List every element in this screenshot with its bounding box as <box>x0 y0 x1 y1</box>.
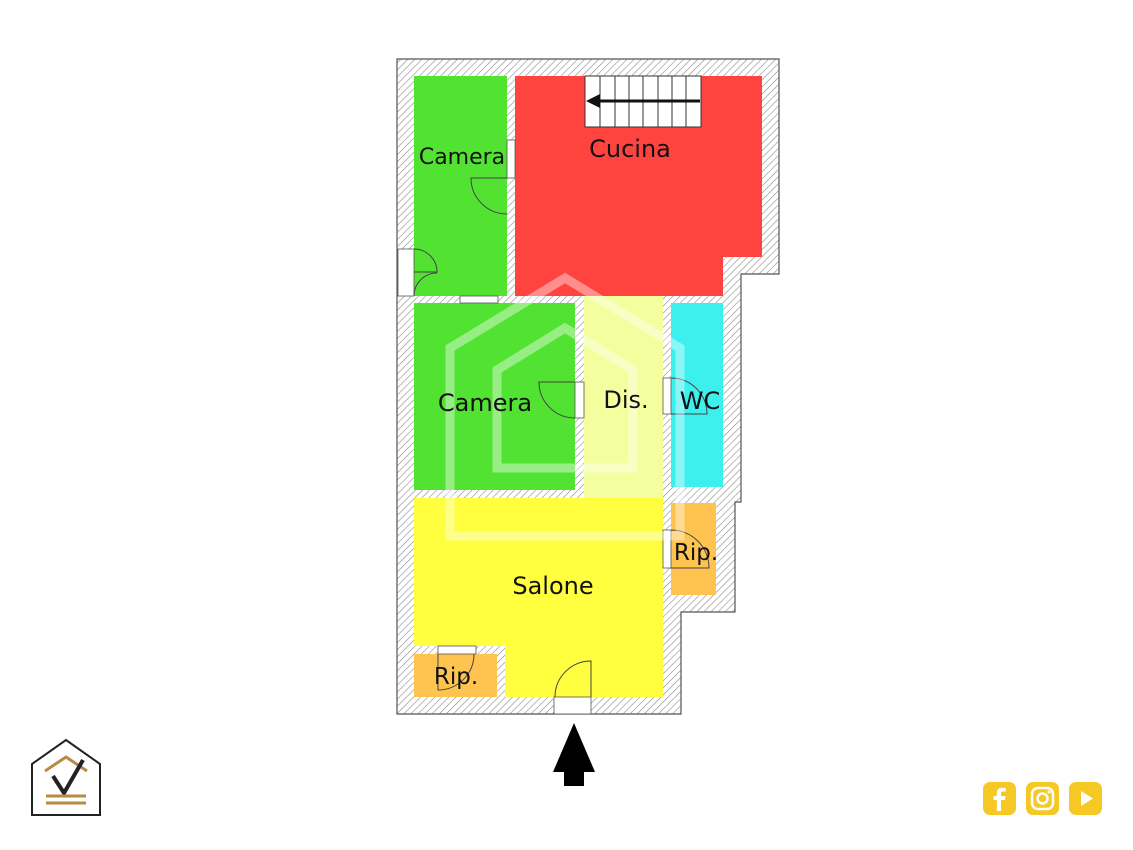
room-camera-1 <box>414 76 507 296</box>
room-camera-2 <box>414 303 575 490</box>
label-wc: WC <box>680 387 721 415</box>
room-salone <box>414 498 663 697</box>
label-cucina: Cucina <box>589 135 671 163</box>
social-links <box>983 782 1102 815</box>
arrow-up-icon <box>553 723 595 786</box>
staircase <box>584 75 702 128</box>
room-wc <box>671 303 723 487</box>
label-dis: Dis. <box>603 386 648 414</box>
room-rip-2 <box>414 654 497 697</box>
watermark-house-icon <box>445 272 685 541</box>
facebook-icon[interactable] <box>983 782 1016 815</box>
door-swings <box>413 177 710 698</box>
label-camera-2: Camera <box>438 389 532 417</box>
room-rip-1 <box>671 503 716 595</box>
label-rip-2: Rip. <box>434 664 478 690</box>
label-rip-1: Rip. <box>674 540 718 566</box>
youtube-icon[interactable] <box>1069 782 1102 815</box>
label-salone: Salone <box>512 572 593 600</box>
house-check-icon <box>31 738 101 816</box>
label-camera-1: Camera <box>419 145 505 170</box>
instagram-icon[interactable] <box>1026 782 1059 815</box>
room-dis <box>584 296 663 498</box>
room-cucina <box>515 76 762 296</box>
